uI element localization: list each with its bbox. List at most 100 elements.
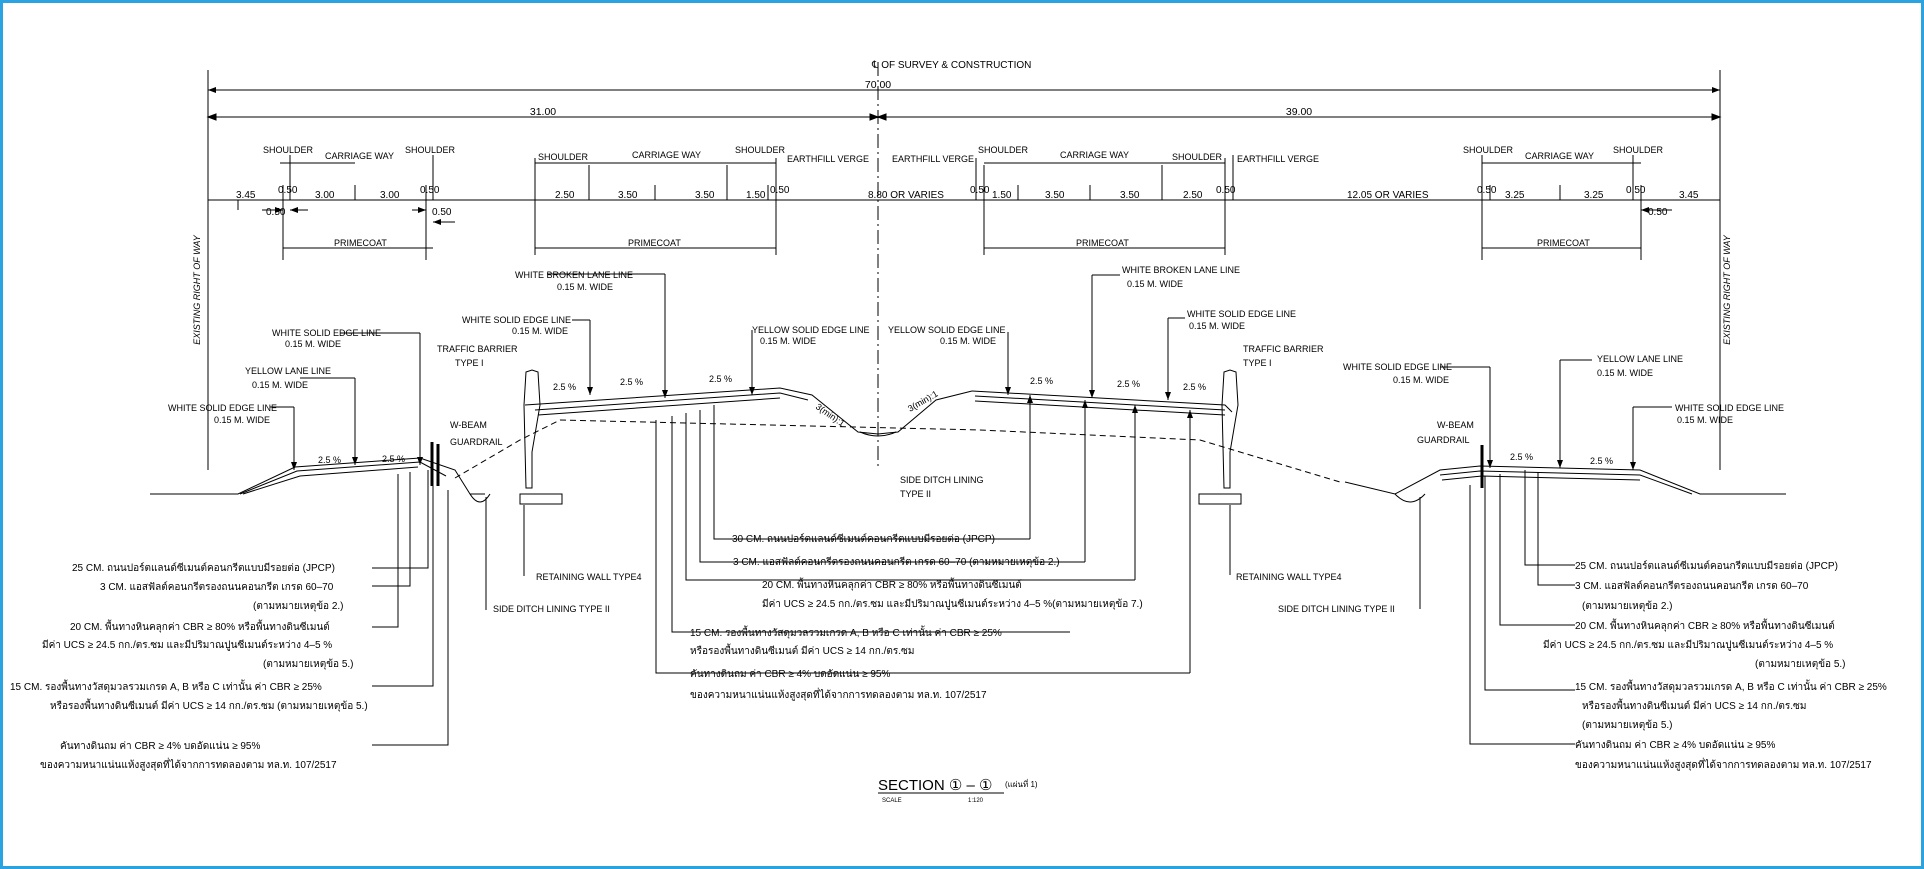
wse-outer-left-1: WHITE SOLID EDGE LINE [168, 403, 277, 413]
yl-left-2: 0.15 M. WIDE [252, 380, 308, 390]
row-left: EXISTING RIGHT OF WAY [192, 234, 202, 345]
note-center-1: 30 CM. ถนนปอร์ตแลนด์ซีเมนต์คอนกรีตแบบมีร… [732, 533, 995, 545]
yse-right-2: 0.15 M. WIDE [940, 336, 996, 346]
rw-right: RETAINING WALL TYPE4 [1236, 572, 1342, 582]
notes-left: 25 CM. ถนนปอร์ตแลนด์ซีเมนต์คอนกรีตแบบมีร… [10, 562, 368, 771]
note-center-7: คันทางดินถม ค่า CBR ≥ 4% บดอัดแน่น ≥ 95% [690, 669, 890, 680]
grade-cl2: 2.5 % [620, 377, 643, 387]
ditch-c-2: TYPE II [900, 489, 931, 499]
note-center-6: หรือรองพื้นทางดินซีเมนต์ มีค่า UCS ≥ 14 … [690, 643, 914, 657]
dim-250-cl: 2.50 [555, 190, 575, 201]
note-right-7: 15 CM. รองพื้นทางวัสดุมวลรวมเกรด A, B หร… [1575, 679, 1887, 693]
yl-right-2: 0.15 M. WIDE [1597, 368, 1653, 378]
note-left-10: ของความหนาแน่นแห้งสูงสุดที่ได้จากการทดลอ… [40, 757, 337, 771]
note-left-7: 15 CM. รองพื้นทางวัสดุมวลรวมเกรด A, B หร… [10, 679, 322, 693]
grade-cr2: 2.5 % [1117, 379, 1140, 389]
dim-300a-l: 3.00 [315, 190, 335, 201]
dim-325a-r: 3.25 [1505, 190, 1525, 201]
note-center-3: 20 CM. พื้นทางหินคลุกค่า CBR ≥ 80% หรือพ… [762, 577, 1022, 591]
dim-050b-r: 0.50 [1626, 185, 1646, 196]
dim-050a-l: 0.50 [278, 185, 298, 196]
note-right-8: หรือรองพื้นทางดินซีเมนต์ มีค่า UCS ≥ 14 … [1582, 698, 1806, 712]
dim-250-cr: 2.50 [1183, 190, 1203, 201]
note-left-1: 25 CM. ถนนปอร์ตแลนด์ซีเมนต์คอนกรีตแบบมีร… [72, 562, 335, 574]
notes-center: 30 CM. ถนนปอร์ตแลนด์ซีเมนต์คอนกรีตแบบมีร… [690, 533, 1143, 701]
note-center-8: ของความหนาแน่นแห้งสูงสุดที่ได้จากการทดลอ… [690, 687, 987, 701]
yse-right-1: YELLOW SOLID EDGE LINE [888, 325, 1006, 335]
wbl-right-1: WHITE BROKEN LANE LINE [1122, 265, 1240, 275]
note-left-2: 3 CM. แอสฟัลต์คอนกรีตรองถนนคอนกรีต เกรด … [100, 581, 334, 593]
wbl-left-1: WHITE BROKEN LANE LINE [515, 270, 633, 280]
note-left-3: (ตามหมายเหตุข้อ 2.) [253, 600, 343, 612]
dim-300b-l: 3.00 [380, 190, 400, 201]
wbg-right-2: GUARDRAIL [1417, 435, 1470, 445]
note-right-11: ของความหนาแน่นแห้งสูงสุดที่ได้จากการทดลอ… [1575, 757, 1872, 771]
ditch-left: SIDE DITCH LINING TYPE II [493, 604, 610, 614]
primecoat-r: PRIMECOAT [1537, 238, 1590, 248]
note-right-3: (ตามหมายเหตุข้อ 2.) [1582, 600, 1672, 612]
wbg-right-1: W-BEAM [1437, 420, 1474, 430]
dim-050b-l: 0.50 [420, 185, 440, 196]
carriage-r: CARRIAGE WAY [1525, 151, 1594, 161]
note-center-5: 15 CM. รองพื้นทางวัสดุมวลรวมเกรด A, B หร… [690, 625, 1002, 639]
wbg-left-1: W-BEAM [450, 420, 487, 430]
grade-l2: 2.5 % [382, 454, 405, 464]
dim-050a-cr: 0.50 [970, 185, 990, 196]
shoulder-r1: SHOULDER [1463, 145, 1514, 155]
earthfill-cl: EARTHFILL VERGE [787, 154, 869, 164]
wse-center-1: WHITE SOLID EDGE LINE [462, 315, 571, 325]
dim-050d-l: 0.50 [432, 207, 452, 218]
shoulder-cr1: SHOULDER [978, 145, 1029, 155]
shoulder-cl2: SHOULDER [735, 145, 786, 155]
grade-l1: 2.5 % [318, 455, 341, 465]
note-left-8: หรือรองพื้นทางดินซีเมนต์ มีค่า UCS ≥ 14 … [50, 698, 368, 712]
dim-050a-r: 0.50 [1477, 185, 1497, 196]
median-varies: 8.80 OR VARIES [868, 190, 944, 201]
note-right-5: มีค่า UCS ≥ 24.5 กก./ตร.ซม และมีปริมาณปู… [1543, 639, 1833, 651]
grade-cl3: 2.5 % [709, 374, 732, 384]
earthfill-cr: EARTHFILL VERGE [892, 154, 974, 164]
note-left-5: มีค่า UCS ≥ 24.5 กก./ตร.ซม และมีปริมาณปู… [42, 639, 332, 651]
section-sheet: (แผ่นที่ 1) [1005, 778, 1038, 789]
carriage-l: CARRIAGE WAY [325, 151, 394, 161]
tb-left-1: TRAFFIC BARRIER [437, 344, 518, 354]
grade-r1: 2.5 % [1510, 452, 1533, 462]
dim-050b-cr: 0.50 [1216, 185, 1236, 196]
note-right-4: 20 CM. พื้นทางหินคลุกค่า CBR ≥ 80% หรือพ… [1575, 618, 1835, 632]
shoulder-r2: SHOULDER [1613, 145, 1664, 155]
dim-050c-l: 0.50 [266, 207, 286, 218]
earthfill-cr2: EARTHFILL VERGE [1237, 154, 1319, 164]
dim-325b-r: 3.25 [1584, 190, 1604, 201]
note-center-4: มีค่า UCS ≥ 24.5 กก./ตร.ซม และมีปริมาณปู… [762, 598, 1143, 610]
note-left-9: คันทางดินถม ค่า CBR ≥ 4% บดอัดแน่น ≥ 95% [60, 741, 260, 752]
dim-350a-cl: 3.50 [618, 190, 638, 201]
yl-right-1: YELLOW LANE LINE [1597, 354, 1683, 364]
shoulder-cr2: SHOULDER [1172, 152, 1223, 162]
note-left-4: 20 CM. พื้นทางหินคลุกค่า CBR ≥ 80% หรือพ… [70, 619, 330, 633]
tb-right-1: TRAFFIC BARRIER [1243, 344, 1324, 354]
dim-350b-cl: 3.50 [695, 190, 715, 201]
wse-outer-left-2: 0.15 M. WIDE [214, 415, 270, 425]
slope-left: 3(min):1 [814, 401, 847, 428]
rw-left: RETAINING WALL TYPE4 [536, 572, 642, 582]
wse-left-1: WHITE SOLID EDGE LINE [272, 328, 381, 338]
note-right-9: (ตามหมายเหตุข้อ 5.) [1582, 719, 1672, 731]
dim-050-cl: 0.50 [770, 185, 790, 196]
shoulder-l1: SHOULDER [263, 145, 314, 155]
notes-right: 25 CM. ถนนปอร์ตแลนด์ซีเมนต์คอนกรีตแบบมีร… [1543, 560, 1887, 771]
row-right: EXISTING RIGHT OF WAY [1722, 234, 1732, 345]
note-right-2: 3 CM. แอสฟัลต์คอนกรีตรองถนนคอนกรีต เกรด … [1575, 580, 1809, 592]
wse-ro-1: WHITE SOLID EDGE LINE [1675, 403, 1784, 413]
wse-ro-2: 0.15 M. WIDE [1677, 415, 1733, 425]
note-center-2: 3 CM. แอสฟัลต์คอนกรีตรองถนนคอนกรีต เกรด … [733, 556, 1060, 568]
wse-cr-2: 0.15 M. WIDE [1189, 321, 1245, 331]
wse-cr-1: WHITE SOLID EDGE LINE [1187, 309, 1296, 319]
primecoat-cr: PRIMECOAT [1076, 238, 1129, 248]
right-width: 39.00 [1286, 106, 1312, 118]
note-right-10: คันทางดินถม ค่า CBR ≥ 4% บดอัดแน่น ≥ 95% [1575, 740, 1775, 751]
scale-label: SCALE [882, 798, 902, 804]
wse-center-2: 0.15 M. WIDE [512, 326, 568, 336]
note-left-6: (ตามหมายเหตุข้อ 5.) [263, 658, 353, 670]
dim-050c-r: 0.50 [1648, 207, 1668, 218]
